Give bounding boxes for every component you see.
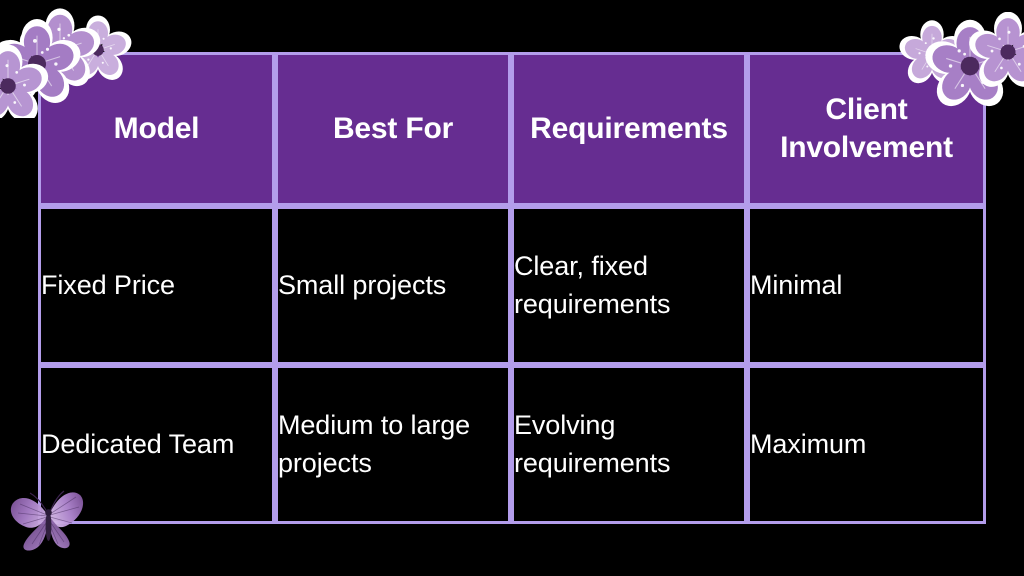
column-header-model: Model (38, 52, 275, 206)
cell-model: Dedicated Team (38, 365, 275, 524)
cell-best-for: Small projects (275, 206, 511, 365)
column-header-best-for: Best For (275, 52, 511, 206)
cell-best-for: Medium to large projects (275, 365, 511, 524)
cell-client-involvement: Maximum (747, 365, 986, 524)
table-row: Dedicated Team Medium to large projects … (38, 365, 986, 524)
column-header-requirements: Requirements (511, 52, 747, 206)
cell-requirements: Evolving requirements (511, 365, 747, 524)
table-header: Model Best For Requirements Client Invol… (38, 52, 986, 206)
cell-requirements: Clear, fixed requirements (511, 206, 747, 365)
engagement-model-comparison-table: Model Best For Requirements Client Invol… (38, 52, 986, 524)
cell-client-involvement: Minimal (747, 206, 986, 365)
cell-model: Fixed Price (38, 206, 275, 365)
column-header-client-involvement: Client Involvement (747, 52, 986, 206)
table-row: Fixed Price Small projects Clear, fixed … (38, 206, 986, 365)
table-header-row: Model Best For Requirements Client Invol… (38, 52, 986, 206)
table-body: Fixed Price Small projects Clear, fixed … (38, 206, 986, 524)
